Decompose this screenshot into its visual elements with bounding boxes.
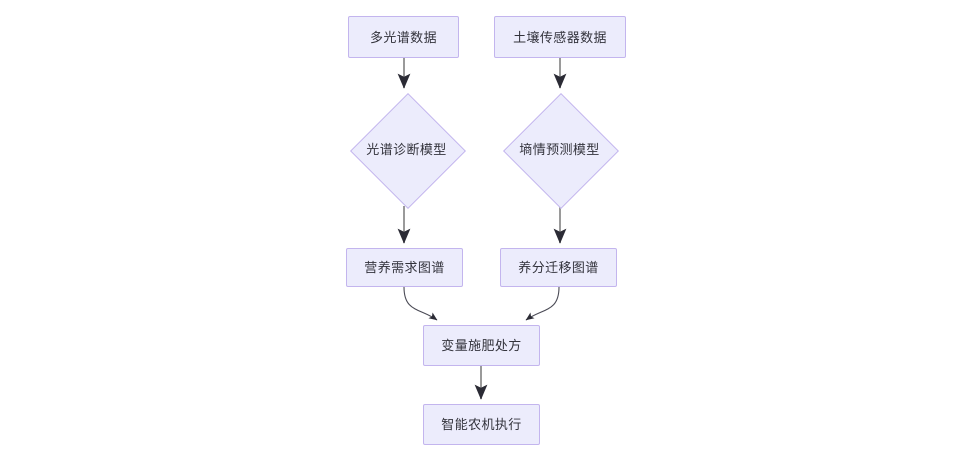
node-nutrient-demand-map[interactable]: 营养需求图谱: [346, 248, 463, 287]
node-label-spectral-diagnosis-model: 光谱诊断模型: [366, 142, 447, 157]
node-label-variable-rate-fertilization-prescription: 变量施肥处方: [441, 338, 522, 353]
node-soil-sensor-data[interactable]: 土壤传感器数据: [494, 16, 626, 58]
node-spectral-diagnosis-model[interactable]: 光谱诊断模型: [349, 92, 466, 209]
node-label-multispectral-data: 多光谱数据: [369, 29, 437, 45]
node-smart-machinery-execution[interactable]: 智能农机执行: [423, 404, 540, 445]
node-label-nutrient-demand-map: 营养需求图谱: [364, 260, 445, 275]
edge-nutrient-migration-map-to-variable-rate-fertilization-prescription: [525, 286, 560, 321]
node-label-smart-machinery-execution: 智能农机执行: [441, 417, 522, 432]
node-variable-rate-fertilization-prescription[interactable]: 变量施肥处方: [423, 325, 540, 366]
node-soil-moisture-prediction-model[interactable]: 墒情预测模型: [502, 92, 619, 209]
edge-nutrient-demand-map-to-variable-rate-fertilization-prescription: [403, 286, 438, 321]
node-nutrient-migration-map[interactable]: 养分迁移图谱: [500, 248, 617, 287]
node-label-soil-sensor-data: 土壤传感器数据: [513, 29, 607, 45]
node-label-nutrient-migration-map: 养分迁移图谱: [518, 260, 599, 275]
node-multispectral-data[interactable]: 多光谱数据: [348, 16, 459, 58]
node-label-soil-moisture-prediction-model: 墒情预测模型: [519, 142, 600, 157]
